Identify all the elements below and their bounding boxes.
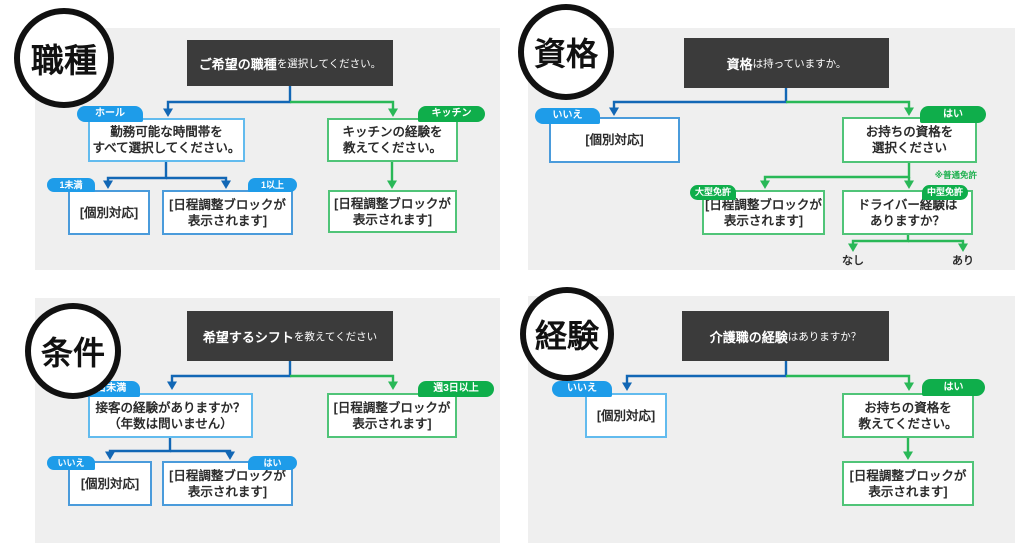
connector-segment — [851, 235, 910, 245]
question-header-sub: を選択してください。 — [276, 57, 382, 70]
question-box-kitchen-exp: キッチンの経験を 教えてください。 — [327, 118, 458, 162]
flow-connectors — [103, 86, 398, 189]
arrowhead — [221, 180, 231, 189]
flow-connectors — [609, 88, 968, 252]
arrowhead — [848, 243, 858, 252]
question-header-main: ご希望の職種 — [198, 56, 277, 72]
branch-pill-1-or-more: 1以上 — [248, 178, 297, 192]
flow-connectors — [622, 361, 914, 460]
question-header: 介護職の経験はありますか？ — [682, 311, 889, 361]
answer-label-yes: あり — [952, 255, 974, 267]
result-box-individual: [個別対応] — [68, 190, 150, 235]
arrowhead — [103, 180, 113, 189]
question-box-hours: 勤務可能な時間帯を すべて選択してください。 — [88, 118, 245, 162]
connector-segment — [763, 163, 911, 182]
result-box-schedule-block: [日程調整ブロックが 表示されます] — [162, 190, 293, 235]
connector-segment — [106, 162, 168, 182]
panel-job-type: ご希望の職種を選択してください。 ホール キッチン 勤務可能な時間帯を すべて選… — [35, 28, 500, 270]
result-box-individual: [個別対応] — [585, 393, 667, 438]
arrowhead — [225, 451, 235, 460]
result-box-schedule-block: [日程調整ブロックが 表示されます] — [328, 190, 457, 233]
connector-segment — [166, 176, 228, 182]
branch-pill-hall: ホール — [77, 106, 143, 122]
connector-segment — [908, 239, 965, 245]
connector-segment — [108, 438, 172, 454]
arrowhead — [167, 381, 177, 390]
panel-conditions: 希望するシフトを教えてください 週3日未満 週3日以上 接客の経験がありますか？… — [35, 298, 500, 543]
arrowhead — [387, 180, 397, 189]
arrowhead — [958, 243, 968, 252]
branch-pill-yes: はい — [920, 106, 986, 123]
flow-connectors — [105, 361, 398, 460]
question-header-sub: は持っていますか。 — [752, 57, 847, 70]
arrowhead — [388, 381, 398, 390]
arrowhead — [388, 108, 398, 117]
connector-segment — [170, 449, 232, 454]
section-badge-qualification: 資格 — [518, 4, 614, 100]
question-header-main: 介護職の経験 — [709, 329, 788, 345]
note-regular-license: ※普通免許 — [934, 170, 977, 180]
connector-segment — [170, 361, 292, 383]
connector-segment — [290, 100, 395, 110]
branch-pill-under-1: 1未満 — [47, 178, 95, 192]
connector-segment — [786, 374, 911, 384]
section-badge-experience: 経験 — [520, 287, 614, 381]
branch-pill-3-days-or-more: 週3日以上 — [418, 381, 494, 397]
arrowhead — [609, 107, 619, 116]
question-header: ご希望の職種を選択してください。 — [187, 40, 393, 86]
branch-pill-large-license: 大型免許 — [690, 185, 736, 200]
arrowhead — [105, 451, 115, 460]
result-box-individual: [個別対応] — [549, 117, 680, 163]
question-header-sub: を教えてください — [293, 330, 378, 343]
branch-pill-yes: はい — [248, 456, 297, 470]
answer-label-none: なし — [842, 255, 864, 267]
question-header: 希望するシフトを教えてください — [187, 311, 393, 361]
question-header-main: 資格 — [726, 56, 753, 72]
question-header: 資格は持っていますか。 — [684, 38, 889, 88]
question-header-main: 希望するシフト — [202, 329, 294, 345]
arrowhead — [904, 107, 914, 116]
arrowhead — [622, 382, 632, 391]
arrowhead — [903, 451, 913, 460]
connector-segment — [612, 88, 788, 109]
result-box-schedule-block: [日程調整ブロックが 表示されます] — [842, 461, 974, 506]
arrowhead — [904, 382, 914, 391]
arrowhead — [904, 180, 914, 189]
question-header-sub: はありますか？ — [787, 330, 862, 343]
question-box-select-license: お持ちの資格を 選択ください — [842, 117, 977, 163]
section-badge-conditions: 条件 — [25, 303, 121, 399]
connector-segment — [625, 361, 788, 384]
branch-pill-medium-license: 中型免許 — [922, 185, 968, 200]
arrowhead — [760, 180, 770, 189]
question-box-licenses: お持ちの資格を 教えてください。 — [842, 393, 974, 438]
branch-pill-yes: はい — [922, 379, 985, 396]
connector-segment — [290, 374, 395, 383]
question-box-service-exp: 接客の経験がありますか？ （年数は問いません） — [88, 393, 253, 438]
branch-pill-no: いいえ — [552, 381, 612, 397]
result-box-schedule-block: [日程調整ブロックが 表示されます] — [162, 461, 293, 506]
branch-pill-no: いいえ — [47, 456, 95, 470]
connector-segment — [786, 100, 911, 109]
branch-pill-kitchen: キッチン — [418, 106, 485, 122]
connector-segment — [166, 86, 292, 110]
section-badge-job-type: 職種 — [14, 8, 114, 108]
branch-pill-no: いいえ — [535, 108, 600, 124]
result-box-schedule-block: [日程調整ブロックが 表示されます] — [327, 393, 457, 438]
arrowhead — [163, 108, 173, 117]
